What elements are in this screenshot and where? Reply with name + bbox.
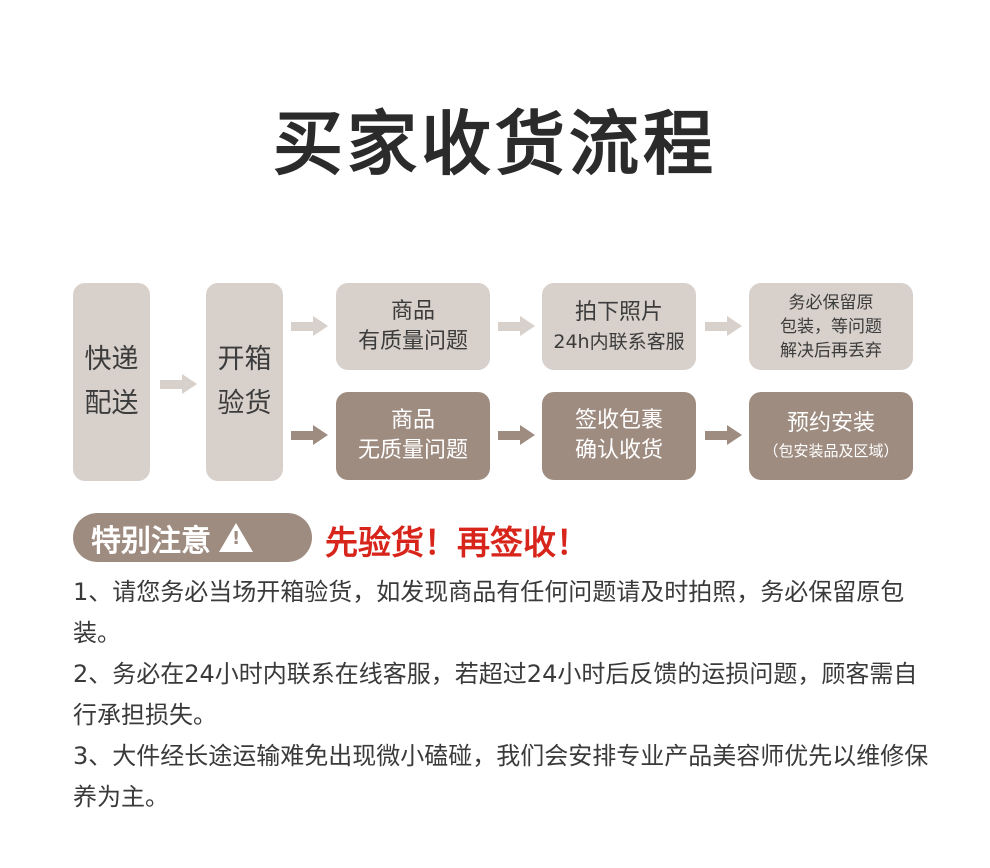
arrow-right-icon bbox=[705, 316, 743, 336]
step-label: 预约安装 bbox=[786, 411, 875, 436]
step-label: 拍下照片 bbox=[574, 299, 663, 325]
note-item: 1、请您务必当场开箱验货，如发现商品有任何问题请及时拍照，务必保留原包装。 bbox=[73, 578, 905, 647]
step-keep-package: 务必保留原 包装，等问题 解决后再丢弃 bbox=[749, 283, 913, 370]
arrow-right-icon bbox=[160, 374, 198, 394]
step-label: 包装，等问题 bbox=[780, 316, 882, 337]
note-item: 3、大件经长途运输难免出现微小磕碰，我们会安排专业产品美容师优先以维修保养为主。 bbox=[73, 742, 929, 811]
step-book-install: 预约安装 （包安装品及区域） bbox=[749, 392, 913, 480]
step-take-photo: 拍下照片 24h内联系客服 bbox=[542, 283, 696, 370]
notice-badge: 特别注意 ! bbox=[73, 513, 312, 562]
notice-badge-label: 特别注意 bbox=[91, 523, 211, 559]
notice-slogan: 先验货！再签收！ bbox=[325, 523, 589, 562]
step-label: 24h内联系客服 bbox=[553, 330, 685, 353]
step-label: 签收包裹 bbox=[574, 408, 663, 433]
arrow-right-icon bbox=[291, 425, 329, 445]
step-label: 开箱 bbox=[217, 344, 272, 375]
step-no-problem: 商品 无质量问题 bbox=[336, 392, 490, 480]
warning-icon: ! bbox=[219, 523, 253, 552]
step-label: 商品 bbox=[390, 408, 435, 433]
step-sign-package: 签收包裹 确认收货 bbox=[542, 392, 696, 480]
page-title: 买家收货流程 bbox=[273, 103, 717, 185]
step-label: 商品 bbox=[390, 298, 435, 324]
note-item: 2、务必在24小时内联系在线客服，若超过24小时后反馈的运损问题，顾客需自行承担… bbox=[73, 660, 918, 729]
step-delivery: 快递 配送 bbox=[73, 283, 150, 481]
notes-list: 1、请您务必当场开箱验货，如发现商品有任何问题请及时拍照，务必保留原包装。 2、… bbox=[73, 572, 933, 818]
arrow-right-icon bbox=[705, 425, 743, 445]
arrow-right-icon bbox=[498, 425, 536, 445]
step-label: 务必保留原 bbox=[788, 292, 874, 313]
step-label: 配送 bbox=[84, 388, 139, 419]
step-label: 确认收货 bbox=[574, 438, 663, 463]
step-label: 有质量问题 bbox=[357, 328, 468, 354]
arrow-right-icon bbox=[498, 316, 536, 336]
warning-mark: ! bbox=[232, 528, 241, 549]
step-label: 快递 bbox=[84, 344, 139, 375]
step-unbox: 开箱 验货 bbox=[206, 283, 283, 481]
arrow-right-icon bbox=[291, 316, 329, 336]
step-quality-problem: 商品 有质量问题 bbox=[336, 283, 490, 370]
step-label: （包安装品及区域） bbox=[763, 442, 899, 460]
step-label: 解决后再丢弃 bbox=[780, 340, 882, 361]
step-label: 验货 bbox=[217, 388, 272, 419]
step-label: 无质量问题 bbox=[357, 438, 468, 463]
